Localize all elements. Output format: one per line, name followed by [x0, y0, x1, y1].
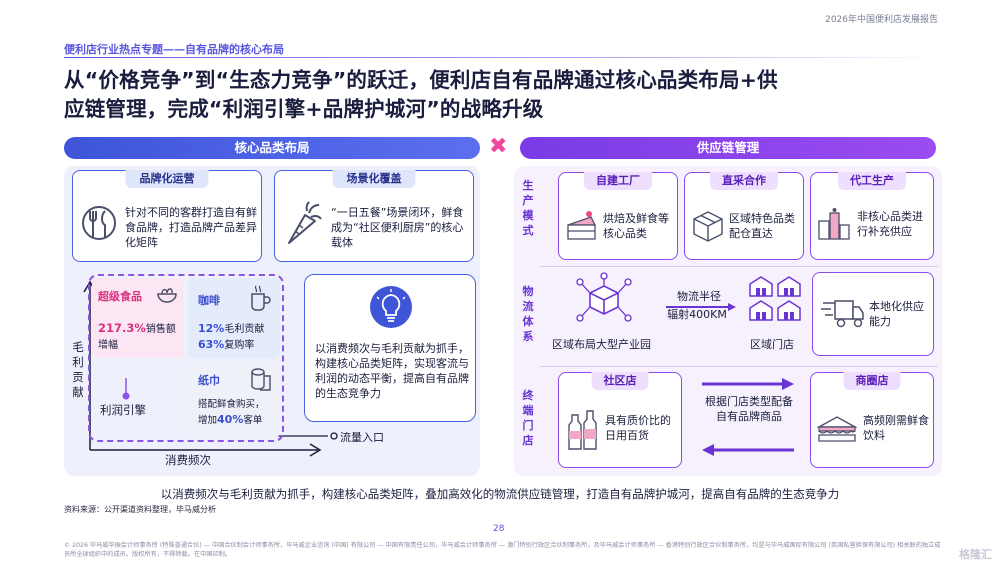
- oem-title: 代工生产: [838, 172, 906, 190]
- direct-sourcing-text: 区域特色品类配仓直达: [729, 212, 795, 240]
- sandwich-icon: [817, 416, 857, 442]
- logistics-arrow: [666, 303, 736, 311]
- radius-label-2: 辐射400KM: [667, 308, 727, 321]
- branding-card-text: 针对不同的客群打造自有鲜食品牌，打造品牌产品差异化矩阵: [125, 206, 257, 249]
- coffee-quadrant: 咖啡 12%毛利贡献 63%复购率: [188, 278, 280, 358]
- coffee-title: 咖啡: [198, 294, 220, 307]
- oem-card: 代工生产 非核心品类进行补充供应: [810, 172, 934, 260]
- super-food-stat-label: 销售额: [145, 324, 176, 335]
- direct-sourcing-card: 直采合作 区域特色品类配仓直达: [684, 172, 804, 260]
- coffee-label-2: 复购率: [224, 340, 255, 351]
- tissue-roll-icon: [251, 368, 271, 391]
- oem-text: 非核心品类进行补充供应: [857, 210, 923, 238]
- tissue-text-2: 增加40%客单: [198, 412, 262, 426]
- topic-label: 便利店行业热点专题——自有品牌的核心布局: [64, 43, 284, 56]
- arrow-left-icon: [702, 444, 794, 456]
- scenario-card-title: 场景化覆盖: [332, 170, 416, 188]
- arrow-right-icon: [702, 378, 794, 390]
- network-box-icon: [576, 272, 632, 322]
- fork-knife-icon: [82, 206, 116, 240]
- coffee-cup-icon: [251, 285, 271, 311]
- headline-line-2: 应链管理，完成“利润引擎+品牌护城河”的战略升级: [64, 97, 544, 121]
- tissue-quadrant: 纸巾 搭配鲜食购买， 增加40%客单: [188, 362, 280, 438]
- stores-icon: [749, 276, 801, 321]
- profit-engine-label: 利润引擎: [100, 403, 146, 417]
- community-store-card: 社区店 具有质价比的日用百货: [558, 372, 682, 468]
- watermark: 格隆汇: [959, 548, 992, 561]
- store-label: 终端门店: [522, 389, 534, 447]
- grocery-icon: [818, 208, 850, 240]
- page-number: 28: [493, 524, 505, 534]
- delivery-truck-icon: [821, 300, 864, 328]
- matrix-dashed-box: [88, 274, 284, 442]
- direct-sourcing-title: 直采合作: [710, 172, 778, 190]
- coffee-label-1: 毛利贡献: [224, 324, 265, 335]
- own-factory-card: 自建工厂 烘焙及鲜食等核心品类: [558, 172, 678, 260]
- tissue-text-1: 搭配鲜食购买，: [198, 399, 265, 410]
- super-food-stat-label-2: 增幅: [98, 340, 118, 351]
- bottles-icon: [568, 410, 597, 450]
- tissue-value: 40%: [217, 413, 244, 426]
- local-supply-card: 本地化供应能力: [812, 272, 934, 356]
- tissue-text-2a: 增加: [198, 415, 218, 426]
- business-district-title: 商圈店: [843, 372, 901, 390]
- headline-line-1: 从“价格竞争”到“生态力竞争”的跃迁，便利店自有品牌通过核心品类布局+供: [64, 68, 778, 92]
- page-headline: 从“价格竞争”到“生态力竞争”的跃迁，便利店自有品牌通过核心品类布局+供 应链管…: [64, 66, 944, 124]
- own-factory-title: 自建工厂: [584, 172, 652, 190]
- super-food-stat: 217.3%销售额: [98, 320, 176, 335]
- tissue-title: 纸巾: [198, 374, 220, 387]
- stores-label: 区域门店: [750, 338, 794, 351]
- report-title: 2026年中国便利店发展报告: [825, 15, 938, 25]
- coffee-stat-2: 63%复购率: [198, 336, 254, 351]
- coffee-stat-1: 12%毛利贡献: [198, 320, 264, 335]
- cake-icon: [567, 211, 597, 240]
- branding-card-title: 品牌化运营: [125, 170, 209, 188]
- super-food-quadrant: 超级食品 217.3%销售额 增幅: [92, 278, 184, 358]
- cross-icon: ✖: [489, 134, 508, 159]
- insight-text: 以消费频次与毛利贡献为抓手，构建核心品类矩阵，实现客流与利润的动态平衡，提高自有…: [315, 342, 469, 400]
- salad-bowl-icon: [157, 288, 177, 303]
- business-district-text: 高频刚需鲜食饮料: [863, 414, 929, 442]
- store-type-text: 根据门店类型配备自有品牌商品: [705, 395, 793, 423]
- coffee-value-1: 12%: [198, 322, 225, 335]
- community-store-title: 社区店: [591, 372, 649, 390]
- summary-text: 以消费频次与毛利贡献为抓手，构建核心品类矩阵，叠加高效化的物流供应链管理，打造自…: [160, 487, 840, 501]
- super-food-value: 217.3%: [98, 321, 146, 335]
- topic-divider: [64, 57, 944, 58]
- own-factory-text: 烘焙及鲜食等核心品类: [603, 212, 669, 240]
- branding-card: 品牌化运营 针对不同的客群打造自有鲜食品牌，打造品牌产品差异化矩阵: [72, 170, 262, 262]
- community-store-text: 具有质价比的日用百货: [605, 414, 671, 442]
- hub-label: 区域布局大型产业园: [552, 338, 651, 351]
- x-axis-label: 消费频次: [165, 453, 211, 467]
- scenario-card: 场景化覆盖 “一日五餐”场景闭环，鲜食成为“社区便利厨房”的核心载体: [274, 170, 474, 262]
- y-axis-label: 毛利贡献: [72, 340, 84, 399]
- local-supply-text: 本地化供应能力: [869, 300, 924, 328]
- business-district-card: 商圈店 高频刚需鲜食饮料: [810, 372, 934, 468]
- supply-chain-section-bar: 供应链管理: [520, 137, 936, 159]
- radius-label-1: 物流半径: [677, 290, 721, 303]
- row-divider-1: [540, 266, 938, 267]
- carrot-icon: [288, 201, 322, 244]
- row-divider-2: [540, 366, 938, 367]
- source-note: 资料来源：公开渠道资料整理，毕马威分析: [64, 505, 216, 514]
- scenario-card-text: “一日五餐”场景闭环，鲜食成为“社区便利厨房”的核心载体: [331, 206, 464, 249]
- coffee-value-2: 63%: [198, 338, 225, 351]
- box-icon: [693, 211, 723, 242]
- copyright-notice: © 2026 毕马威华振会计师事务所 (特殊普通合伙) — 中国合伙制会计师事务…: [64, 542, 941, 558]
- production-mode-label: 生产模式: [522, 179, 534, 237]
- core-category-section-bar: 核心品类布局: [64, 137, 480, 159]
- insight-card: 以消费频次与毛利贡献为抓手，构建核心品类矩阵，实现客流与利润的动态平衡，提高自有…: [304, 274, 476, 422]
- super-food-title: 超级食品: [98, 290, 142, 303]
- tissue-text-2b: 客单: [243, 415, 263, 426]
- logistics-label: 物流体系: [522, 285, 534, 343]
- traffic-entry-label: 流量入口: [340, 431, 384, 444]
- lightbulb-icon: [370, 286, 412, 328]
